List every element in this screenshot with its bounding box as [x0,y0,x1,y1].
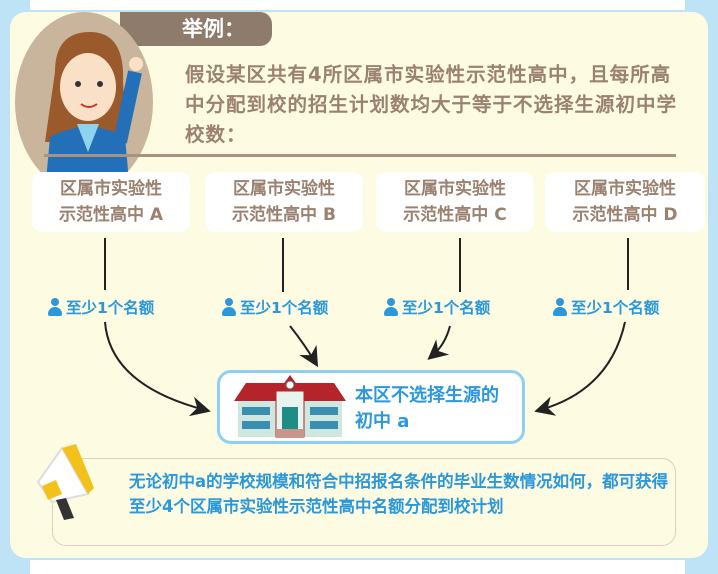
quota-label-b: 至少1个名额 [222,296,328,318]
school-name-line1: 区属市实验性 [233,179,335,199]
top-strip [30,0,685,10]
person-icon [553,298,567,316]
quota-text: 至少1个名额 [240,299,329,317]
intro-text: 假设某区共有4所区属市实验性示范性高中，且每所高中分配到校的招生计划数均大于等于… [185,63,678,146]
person-icon [48,298,62,316]
school-name-line1: 区属市实验性 [574,179,676,199]
quota-label-a: 至少1个名额 [48,296,154,318]
school-name-line2: 示范性高中 D [572,205,678,225]
school-card-b: 区属市实验性 示范性高中 B [205,172,363,232]
school-name-line1: 区属市实验性 [60,179,162,199]
divider [44,154,676,157]
target-school-box: 本区不选择生源的 初中 a [217,370,525,444]
school-name-line2: 示范性高中 B [232,205,336,225]
arrow-a [104,238,205,410]
quota-text: 至少1个名额 [571,299,660,317]
quota-label-c: 至少1个名额 [384,296,490,318]
bottom-strip [30,560,685,574]
quota-text: 至少1个名额 [402,299,491,317]
megaphone-icon [36,444,94,520]
school-name-line1: 区属市实验性 [404,179,506,199]
school-name-line2: 示范性高中 C [403,205,507,225]
quota-text: 至少1个名额 [66,299,155,317]
school-card-c: 区属市实验性 示范性高中 C [376,172,534,232]
school-building-icon [234,375,346,438]
target-line2: 初中 a [355,411,410,432]
arrow-d [540,238,629,410]
quota-label-d: 至少1个名额 [553,296,659,318]
conclusion-note: 无论初中a的学校规模和符合中招报名条件的毕业生数情况如何，都可获得至少4个区属市… [52,458,676,546]
target-line1: 本区不选择生源的 [355,385,499,406]
conclusion-text: 无论初中a的学校规模和符合中招报名条件的毕业生数情况如何，都可获得至少4个区属市… [129,472,669,516]
target-school-label: 本区不选择生源的 初中 a [355,383,499,435]
example-header: 举例： [120,12,272,46]
school-name-line2: 示范性高中 A [58,205,164,225]
arrow-c [432,238,461,356]
person-icon [222,298,236,316]
arrow-b [282,238,315,362]
school-card-d: 区属市实验性 示范性高中 D [545,172,705,232]
school-card-a: 区属市实验性 示范性高中 A [32,172,190,232]
person-icon [384,298,398,316]
